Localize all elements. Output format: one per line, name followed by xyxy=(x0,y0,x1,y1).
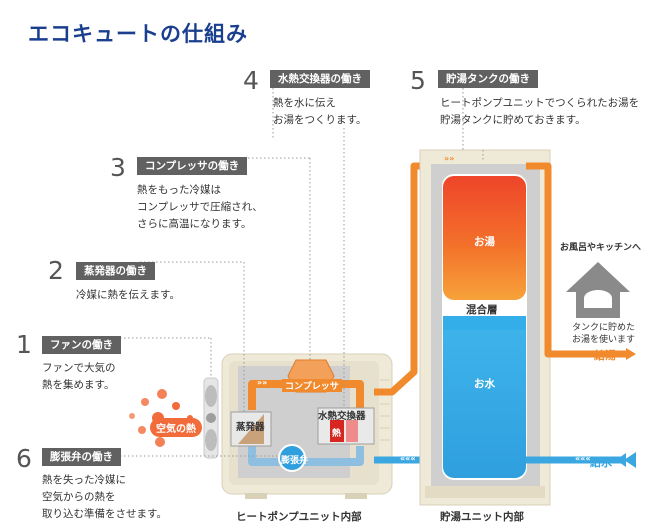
step-3-number: 3 xyxy=(110,153,126,182)
stored-note: タンクに貯めたお湯を使います xyxy=(572,323,636,345)
step-4-description: 熱を水に伝えお湯をつくります。 xyxy=(273,97,367,126)
compressor-label: コンプレッサ xyxy=(282,379,342,392)
step-5-description: ヒートポンプユニットでつくられたお湯を貯湯タンクに貯めておきます。 xyxy=(440,97,640,126)
destination-label: お風呂やキッチンへ xyxy=(560,243,642,253)
step-6-number: 6 xyxy=(16,444,32,473)
heat-mark: 熱 xyxy=(332,429,342,439)
step-2-label: 蒸発器の働き xyxy=(76,262,155,280)
house-icon xyxy=(566,262,630,318)
evaporator-icon xyxy=(230,411,272,447)
step-2-description: 冷媒に熱を伝えます。 xyxy=(76,289,180,301)
step-4-label: 水熱交換器の働き xyxy=(270,70,370,88)
page-title: エコキュートの仕組み xyxy=(28,22,248,46)
step-1-label: ファンの働き xyxy=(42,336,121,354)
water-label: お水 xyxy=(474,378,495,390)
supply-hot-label: 給湯 xyxy=(594,349,616,362)
step-3-description: 熱をもった冷媒はコンプレッサで圧縮され、さらに高温になります。 xyxy=(137,184,263,230)
mixed-layer-label: 混合層 xyxy=(466,304,498,316)
hot-water-label: お湯 xyxy=(474,236,495,248)
heat-pump-caption: ヒートポンプユニット内部 xyxy=(236,511,362,523)
step-2-number: 2 xyxy=(48,256,64,285)
step-5-number: 5 xyxy=(410,66,426,95)
step-1-description: ファンで大気の熱を集めます。 xyxy=(42,362,116,391)
step-6-description: 熱を失った冷媒に空気からの熱を取り込む準備をさせます。 xyxy=(42,474,167,520)
step-5-label: 貯湯タンクの働き xyxy=(438,70,538,88)
heat-exchanger-icon xyxy=(317,407,375,445)
supply-flow-arrows: ««« xyxy=(575,454,591,463)
step-1-number: 1 xyxy=(16,330,32,359)
cold-flow-arrows: ««« xyxy=(400,454,416,463)
supply-water-label: 給水 xyxy=(590,456,612,469)
evaporator-label: 蒸発器 xyxy=(236,422,265,433)
air-heat-label: 空気の熱 xyxy=(150,418,202,437)
step-6-label: 膨張弁の働き xyxy=(42,448,121,466)
expansion-valve-icon xyxy=(278,444,306,472)
expansion-valve-label: 膨張弁 xyxy=(281,456,309,466)
step-3-label: コンプレッサの働き xyxy=(137,157,248,175)
tank-unit-caption: 貯湯ユニット内部 xyxy=(440,511,524,523)
storage-tank-unit xyxy=(419,149,551,506)
refrigerant-arrows: »» xyxy=(257,378,268,387)
fan-icon xyxy=(203,377,219,459)
hot-flow-arrows: »» xyxy=(444,154,455,163)
heat-exchanger-label: 水熱交換器 xyxy=(318,411,366,422)
step-4-number: 4 xyxy=(243,66,259,95)
